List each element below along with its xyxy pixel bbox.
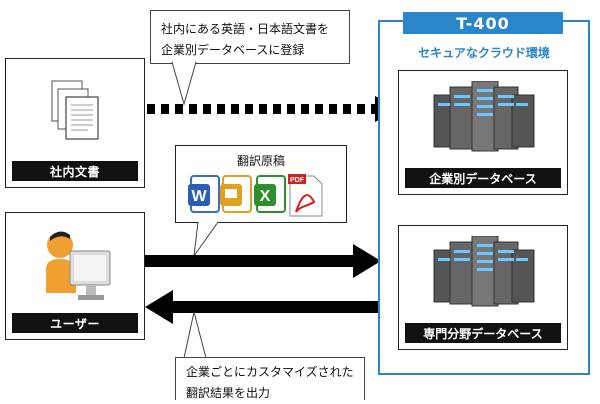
user-at-computer-icon bbox=[40, 223, 116, 307]
t400-subtitle: セキュアなクラウド環境 bbox=[418, 46, 550, 60]
documents-icon bbox=[50, 79, 102, 141]
server-rack-icon bbox=[432, 81, 536, 153]
svg-text:W: W bbox=[191, 188, 207, 205]
dotted-arrow-upload bbox=[147, 96, 399, 122]
word-file-icon: W bbox=[188, 174, 222, 216]
callout-top-pointer bbox=[171, 62, 197, 106]
pdf-file-icon: PDF bbox=[288, 172, 324, 218]
arrow-to-t400 bbox=[145, 244, 381, 278]
callout-top-line2: 企業別データベースに登録 bbox=[161, 43, 305, 57]
callout-bottom-line1: 企業ごとにカスタマイズされた bbox=[186, 365, 354, 379]
arrow-to-user bbox=[145, 290, 381, 324]
internal-documents-label: 社内文書 bbox=[12, 161, 138, 181]
callout-top-line1: 社内にある英語・日本語文書を bbox=[161, 22, 330, 36]
translation-files-box: 翻訳原稿 W X PDF bbox=[175, 145, 347, 223]
user-box: ユーザー bbox=[5, 212, 145, 340]
callout-bottom: 企業ごとにカスタマイズされた 翻訳結果を出力 bbox=[175, 357, 365, 400]
svg-text:PDF: PDF bbox=[290, 177, 305, 184]
translation-files-title: 翻訳原稿 bbox=[236, 154, 285, 168]
callout-bottom-pointer bbox=[183, 312, 207, 359]
server-rack-icon bbox=[432, 236, 536, 308]
specialty-database-label: 専門分野データベース bbox=[405, 323, 561, 343]
excel-file-icon: X bbox=[254, 174, 288, 216]
specialty-database-box: 専門分野データベース bbox=[398, 225, 568, 350]
callout-bottom-line2: 翻訳結果を出力 bbox=[186, 386, 271, 400]
company-database-box: 企業別データベース bbox=[398, 70, 568, 195]
callout-top: 社内にある英語・日本語文書を 企業別データベースに登録 bbox=[150, 10, 350, 64]
svg-text:X: X bbox=[260, 188, 271, 205]
translation-box-pointer bbox=[193, 222, 219, 257]
presentation-file-icon bbox=[220, 174, 254, 216]
t400-title: T-400 bbox=[403, 12, 563, 34]
user-label: ユーザー bbox=[12, 313, 138, 333]
company-database-label: 企業別データベース bbox=[405, 168, 561, 188]
internal-documents-box: 社内文書 bbox=[5, 58, 145, 188]
